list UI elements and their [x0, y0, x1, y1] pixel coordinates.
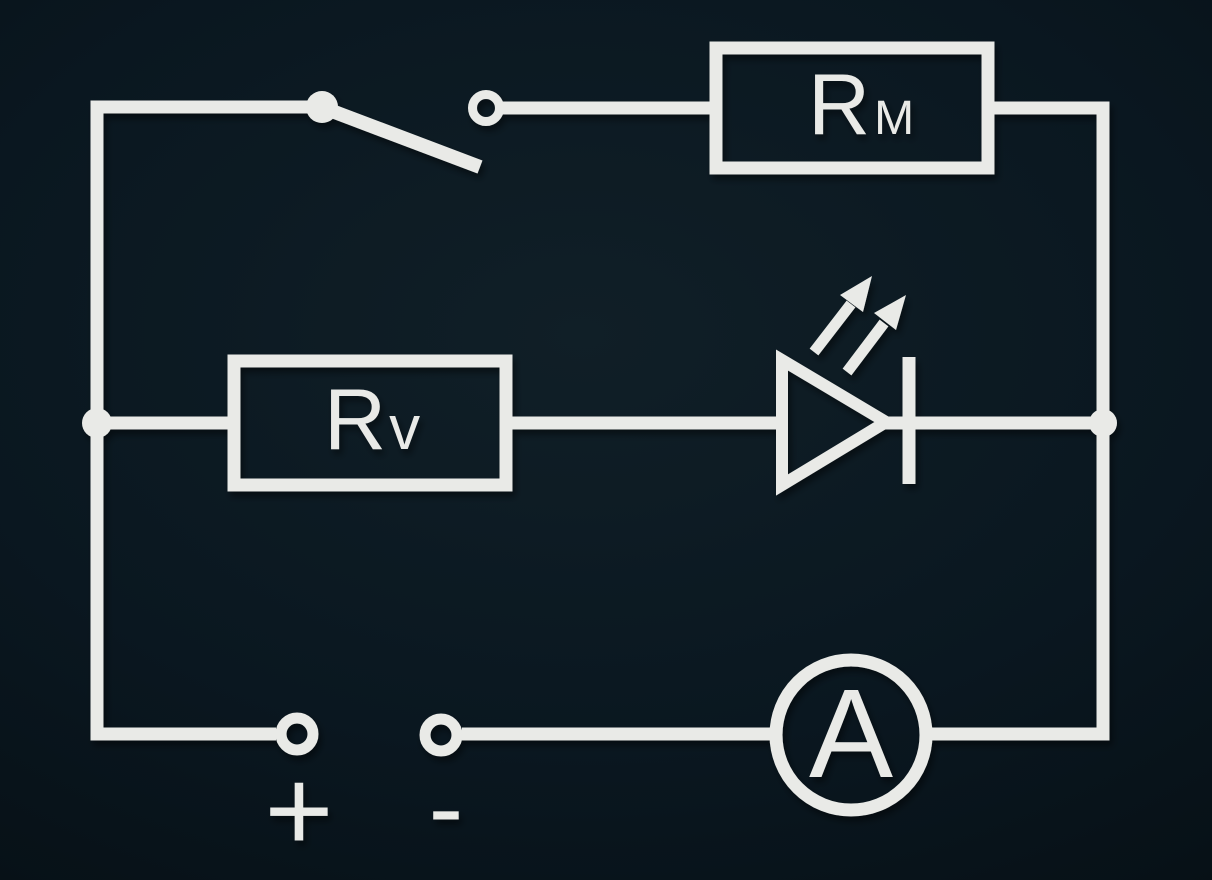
- switch-open: [306, 90, 504, 174]
- led-icon: [776, 276, 916, 496]
- terminal-negative-contact-icon: [419, 713, 463, 757]
- led-triangle-icon: [776, 349, 898, 496]
- terminal-positive-label: +: [265, 745, 334, 877]
- resistor-rv-label: Rv: [324, 372, 420, 468]
- terminal-negative-label: -: [429, 750, 464, 866]
- ammeter-label: A: [809, 663, 893, 804]
- resistor-rm: RM: [709, 41, 995, 175]
- resistor-rv: Rv: [227, 354, 513, 492]
- ammeter: A: [769, 653, 933, 817]
- led-light-arrow-2-icon: [842, 295, 906, 376]
- terminal-negative: -: [419, 713, 464, 866]
- terminal-positive: +: [265, 712, 334, 877]
- junction-dot-right: [1089, 409, 1117, 437]
- switch-lever: [321, 101, 483, 174]
- switch-open-contact-icon: [468, 90, 504, 126]
- terminal-positive-contact-icon: [275, 712, 319, 756]
- junction-dot-left: [82, 408, 112, 438]
- ammeter-circle-icon: [769, 653, 933, 817]
- resistor-rm-label: RM: [808, 57, 914, 153]
- led-light-arrow-1-icon: [809, 276, 872, 356]
